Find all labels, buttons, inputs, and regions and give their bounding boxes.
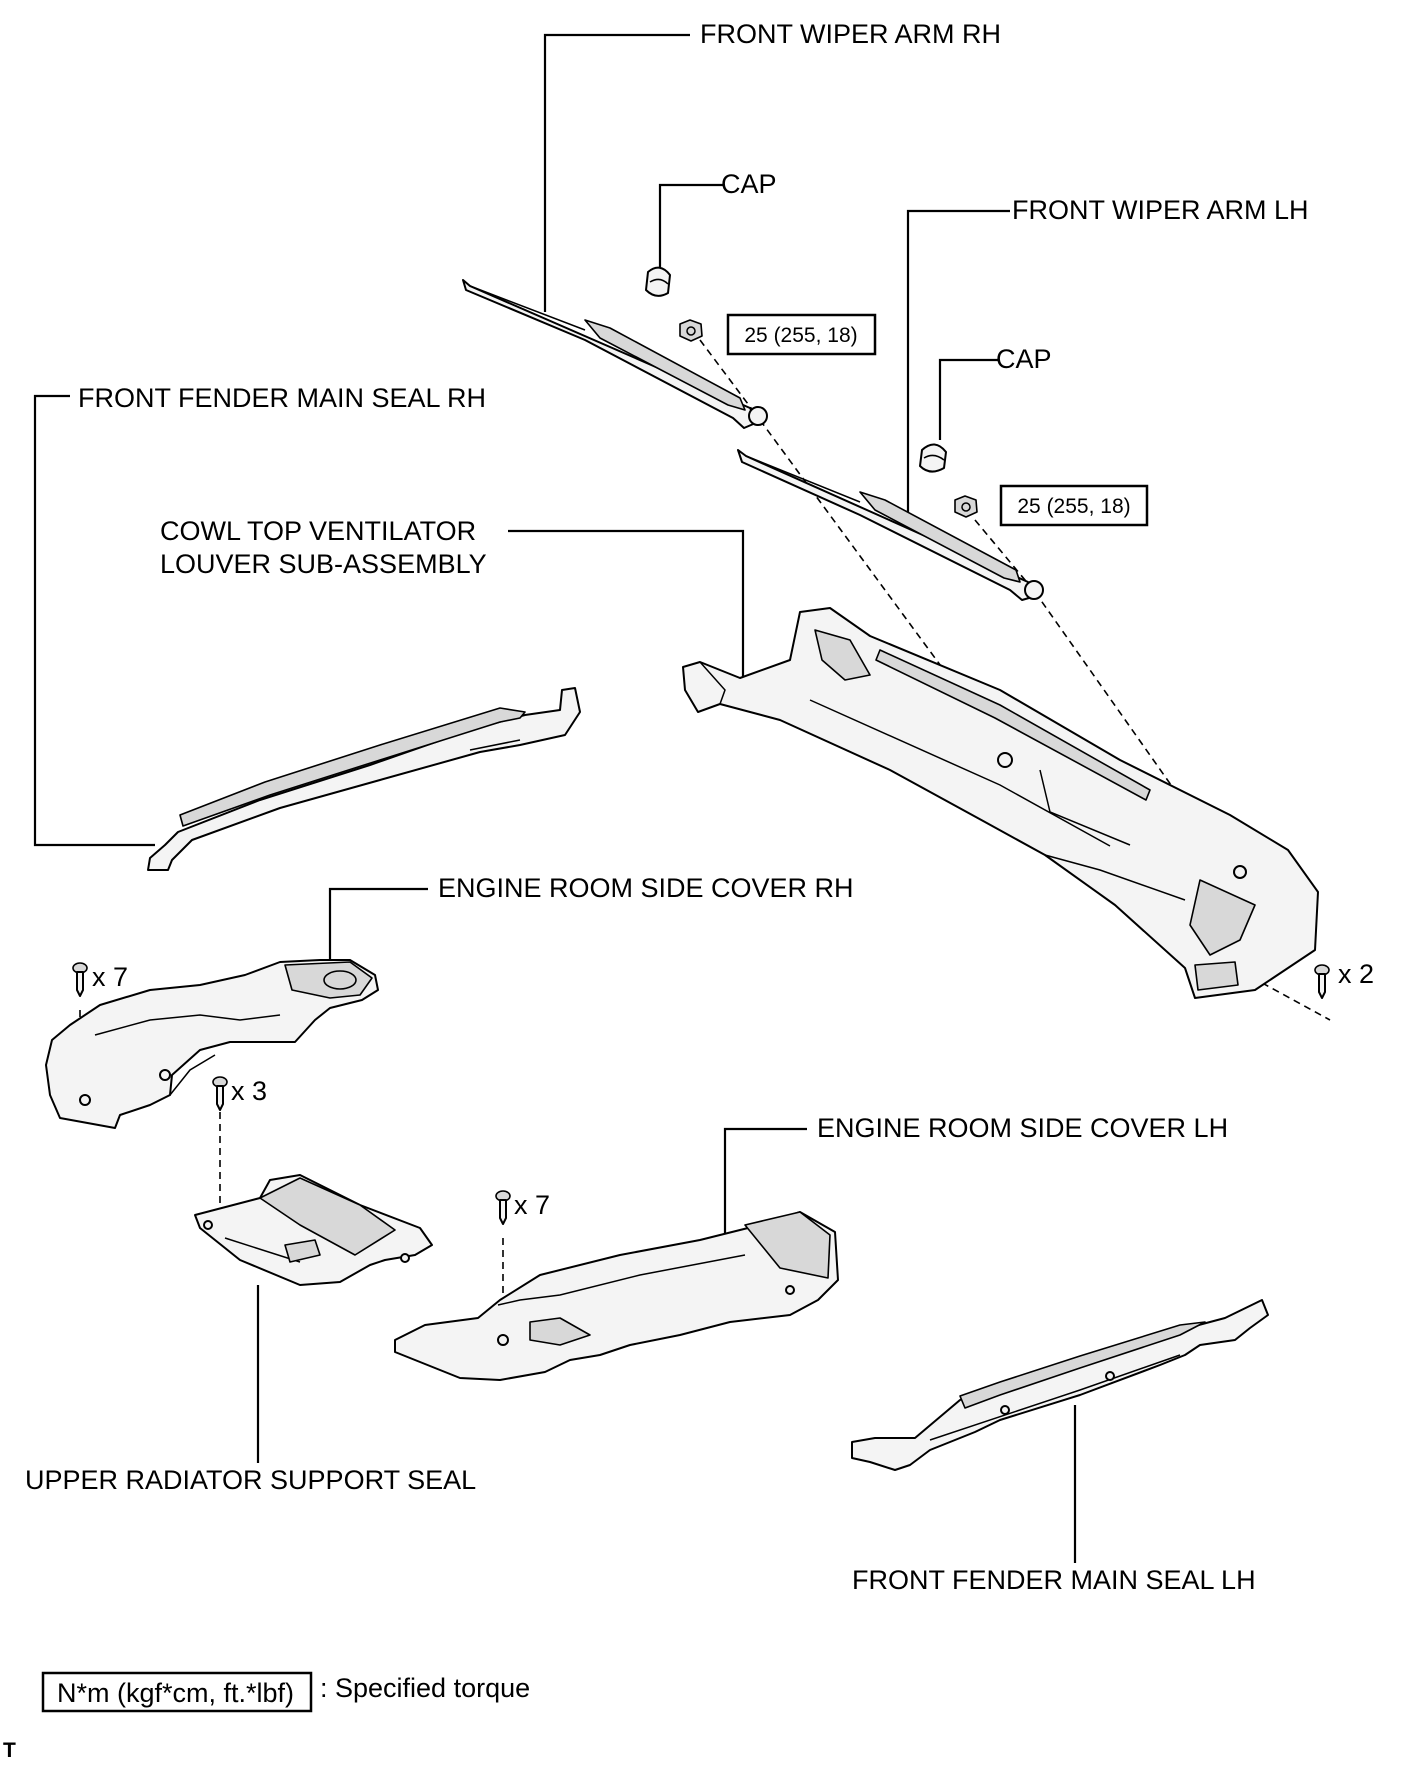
dash-cowl-clip bbox=[1219, 959, 1331, 1021]
push-clip-icon bbox=[495, 1190, 511, 1225]
label-cowl-top-line1: COWL TOP VENTILATOR bbox=[160, 516, 476, 546]
label-cap-lh: CAP bbox=[996, 344, 1052, 374]
leader-front-wiper-arm-rh bbox=[543, 33, 690, 312]
qty-radiator-seal-clips: x 3 bbox=[231, 1076, 267, 1106]
nut-icon bbox=[954, 495, 978, 518]
leader-engine-room-side-cover-lh bbox=[723, 1127, 807, 1245]
nut-icon bbox=[679, 319, 703, 342]
push-clip-icon bbox=[72, 962, 88, 997]
engine-room-side-cover-lh bbox=[394, 1211, 839, 1381]
cap-icon bbox=[645, 266, 671, 297]
legend-torque-box bbox=[41, 1671, 313, 1713]
leader-cowl-top bbox=[508, 529, 745, 678]
label-front-fender-main-seal-rh: FRONT FENDER MAIN SEAL RH bbox=[78, 383, 486, 413]
qty-lh-cover-clips: x 7 bbox=[514, 1190, 550, 1220]
engine-room-side-cover-rh bbox=[45, 959, 379, 1129]
push-clip-icon bbox=[212, 1076, 228, 1111]
cap-icon bbox=[919, 443, 947, 473]
front-wiper-arm-rh bbox=[462, 279, 768, 429]
svg-text:25 (255, 18): 25 (255, 18) bbox=[1017, 495, 1130, 518]
leader-front-fender-main-seal-rh bbox=[33, 394, 155, 847]
label-front-wiper-arm-lh: FRONT WIPER ARM LH bbox=[1012, 195, 1309, 225]
label-front-fender-main-seal-lh: FRONT FENDER MAIN SEAL LH bbox=[852, 1565, 1256, 1595]
leader-front-wiper-arm-lh bbox=[906, 209, 1010, 520]
front-fender-main-seal-lh bbox=[851, 1299, 1269, 1471]
front-wiper-arm-lh bbox=[737, 449, 1044, 601]
qty-rh-cover-clips: x 7 bbox=[92, 962, 128, 992]
push-clip-icon bbox=[1314, 964, 1330, 999]
label-cap-rh: CAP bbox=[721, 169, 777, 199]
label-upper-radiator-support-seal: UPPER RADIATOR SUPPORT SEAL bbox=[25, 1465, 476, 1495]
leader-cap-rh bbox=[658, 183, 725, 268]
qty-cowl-clips: x 2 bbox=[1338, 959, 1374, 989]
legend-box-text: N*m (kgf*cm, ft.*lbf) bbox=[57, 1678, 294, 1708]
torque-spec-lh: 25 (255, 18) bbox=[999, 484, 1149, 527]
svg-text:25 (255, 18): 25 (255, 18) bbox=[744, 324, 857, 347]
cowl-top-ventilator-louver bbox=[682, 607, 1319, 999]
corner-mark: T bbox=[3, 1739, 16, 1762]
label-front-wiper-arm-rh: FRONT WIPER ARM RH bbox=[700, 19, 1001, 49]
torque-spec-rh: 25 (255, 18) bbox=[726, 313, 877, 356]
leader-cap-lh bbox=[938, 358, 998, 440]
front-fender-main-seal-rh bbox=[147, 687, 581, 871]
dash-nut-rh bbox=[699, 339, 761, 421]
label-engine-room-side-cover-rh: ENGINE ROOM SIDE COVER RH bbox=[438, 873, 854, 903]
label-cowl-top-line2: LOUVER SUB-ASSEMBLY bbox=[160, 549, 487, 579]
legend-description: : Specified torque bbox=[320, 1673, 530, 1703]
leader-engine-room-side-cover-rh bbox=[328, 887, 428, 962]
legend: N*m (kgf*cm, ft.*lbf) : Specified torque bbox=[41, 1671, 530, 1713]
label-engine-room-side-cover-lh: ENGINE ROOM SIDE COVER LH bbox=[817, 1113, 1228, 1143]
upper-radiator-support-seal bbox=[194, 1174, 433, 1286]
